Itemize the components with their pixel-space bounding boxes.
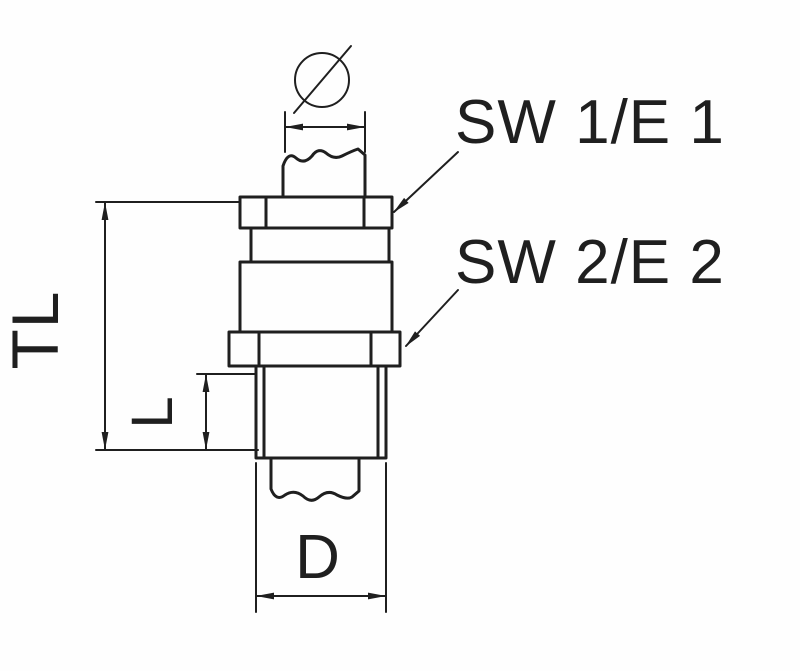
- dim-cable-diameter: [284, 45, 366, 153]
- main-body: [238, 260, 394, 334]
- sw2-label: SW 2/E 2: [455, 228, 725, 297]
- diameter-slash: [293, 45, 352, 114]
- l-label: L: [120, 395, 185, 428]
- callout-sw1: SW 1/E 1: [393, 88, 725, 213]
- diameter-symbol-icon: [293, 45, 352, 114]
- cable-break-bottom: [269, 456, 361, 502]
- callout-sw2: SW 2/E 2: [405, 228, 725, 347]
- sw1-label: SW 1/E 1: [455, 88, 725, 157]
- fitting-outline: [227, 147, 402, 502]
- collar-band: [249, 226, 391, 264]
- sw1-leader-line: [393, 151, 459, 213]
- dim-tl: TL: [0, 201, 259, 451]
- sw2-leader-line: [405, 289, 459, 347]
- d-label: D: [295, 523, 341, 592]
- top-nut: [238, 195, 394, 230]
- cable-break-top: [281, 147, 367, 199]
- dim-d: D: [255, 462, 387, 613]
- diameter-circle: [294, 52, 350, 108]
- tl-label: TL: [0, 290, 72, 369]
- lower-nut: [227, 330, 402, 368]
- dim-l: L: [120, 373, 257, 450]
- thread-stem: [254, 364, 388, 460]
